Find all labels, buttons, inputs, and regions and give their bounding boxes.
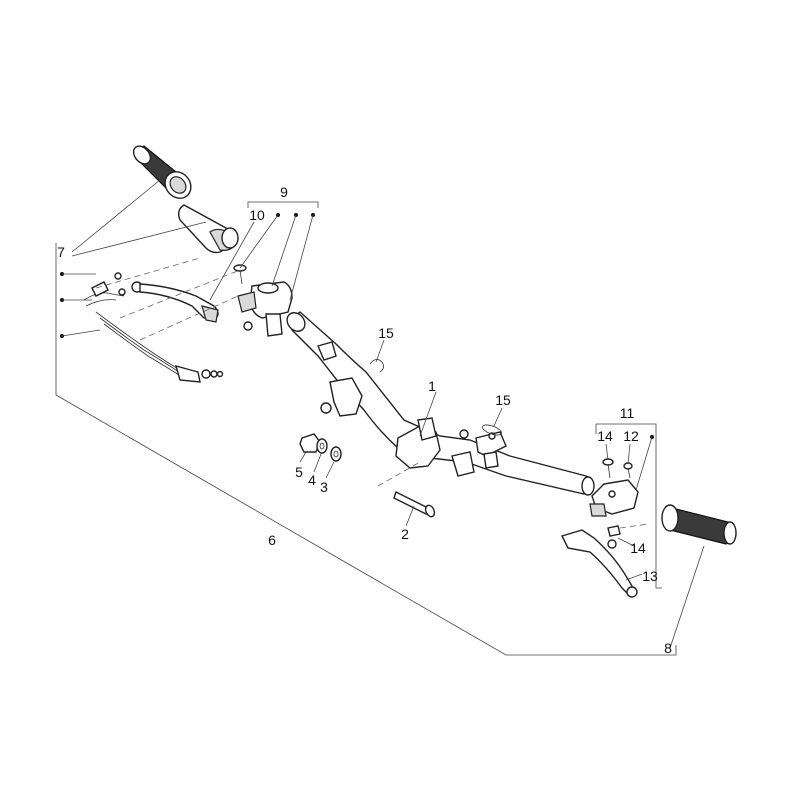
nut-5: [299, 433, 321, 453]
throttle-tube: [177, 204, 239, 254]
callout-12: 12: [623, 428, 639, 444]
spring-clip-15-right: [482, 424, 502, 436]
callout-3: 3: [320, 479, 328, 495]
callout-4: 4: [308, 472, 316, 488]
nut-14-lower: [607, 525, 621, 549]
spring-clip-15-upper: [369, 359, 384, 373]
screw-14-top: [602, 458, 614, 479]
screw-12: [623, 462, 633, 479]
handlebar: [286, 311, 595, 496]
callout-1: 1: [428, 378, 436, 394]
callout-9: 9: [280, 184, 288, 200]
right-lever-bracket: [589, 479, 639, 517]
bolt-2: [393, 491, 436, 518]
right-brake-lever: [561, 529, 638, 598]
callout-2: 2: [401, 526, 409, 542]
callout-6: 6: [268, 532, 276, 548]
callout-11: 11: [620, 405, 635, 421]
right-grip: [661, 504, 737, 545]
washer-4: [316, 438, 328, 454]
callout-15-upper: 15: [378, 325, 394, 341]
left-master-cylinder: [237, 281, 293, 337]
callout-8: 8: [664, 640, 672, 656]
callout-14-top: 14: [597, 428, 613, 444]
callout-5: 5: [295, 464, 303, 480]
callout-14-lower: 14: [630, 540, 646, 556]
washer-3: [330, 446, 342, 462]
left-throttle-grip: [132, 145, 192, 199]
callout-15-right: 15: [495, 392, 511, 408]
callout-7: 7: [57, 244, 65, 260]
callout-10: 10: [249, 207, 265, 223]
left-brake-lever: [131, 281, 219, 323]
throttle-cables: [83, 272, 224, 383]
callout-13: 13: [642, 568, 658, 584]
